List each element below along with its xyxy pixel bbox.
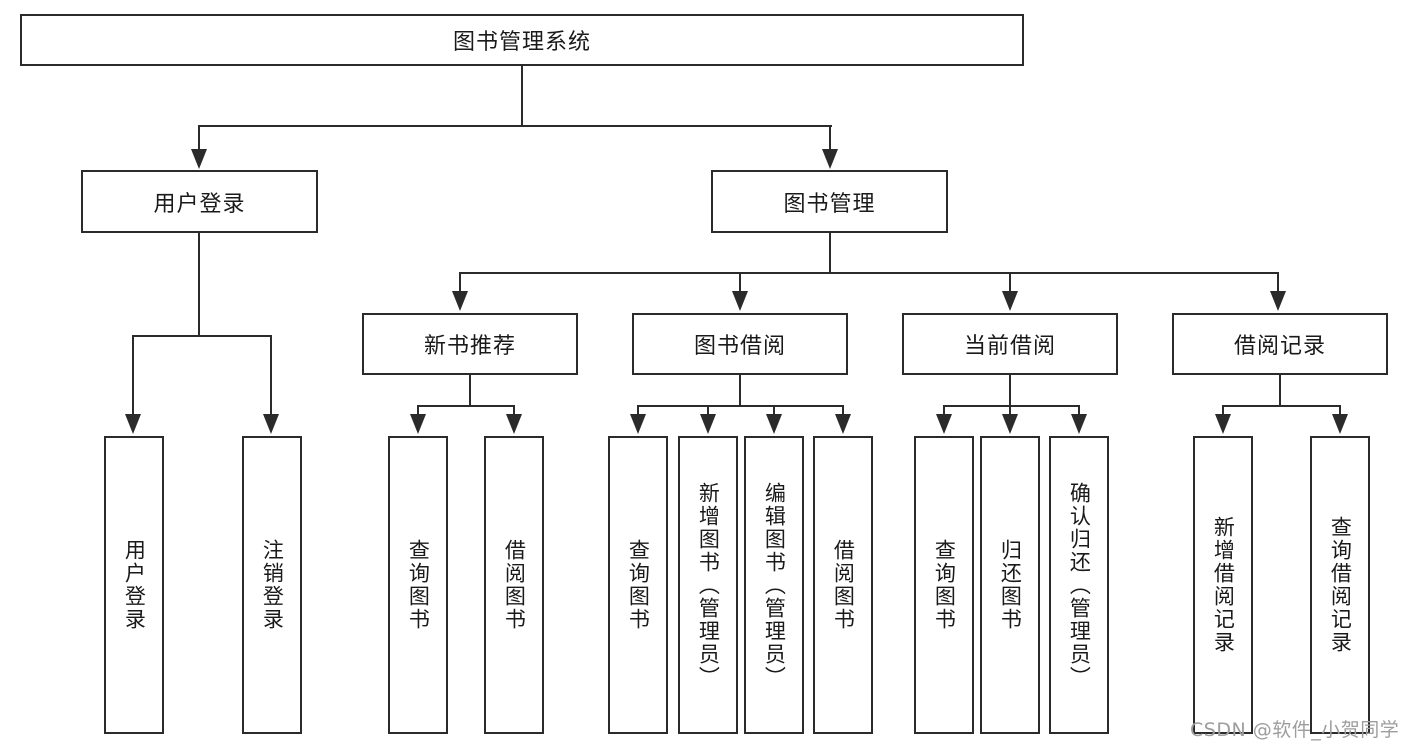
edge-book-management-stem xyxy=(829,233,831,273)
edge-nbr-bar xyxy=(417,405,515,407)
node-label: 借阅图书 xyxy=(502,539,527,631)
node-new-book-recommend[interactable]: 新书推荐 xyxy=(362,313,578,375)
node-root-book-management-system[interactable]: 图书管理系统 xyxy=(20,14,1024,66)
arrow-bb-to-leaf-4 xyxy=(835,414,851,434)
edge-br-to-leaf-1 xyxy=(1222,405,1224,416)
leaf-bb-add-book-admin[interactable]: 新增图书（管理员） xyxy=(678,436,738,734)
edge-bm-to-new-book xyxy=(459,272,461,293)
arrow-bb-to-leaf-1 xyxy=(630,414,646,434)
node-book-borrow[interactable]: 图书借阅 xyxy=(632,313,848,375)
node-label: 查询图书 xyxy=(932,539,957,631)
arrow-bm-to-borrow-record xyxy=(1270,291,1286,311)
edge-nbr-to-leaf-2 xyxy=(513,405,515,416)
edge-br-stem xyxy=(1279,375,1281,407)
arrow-root-to-book-management xyxy=(822,149,838,169)
node-label: 新书推荐 xyxy=(423,334,516,359)
arrow-bm-to-current-borrow xyxy=(1002,291,1018,311)
arrow-nbr-to-leaf-2 xyxy=(506,414,522,434)
leaf-cb-confirm-return-admin[interactable]: 确认归还（管理员） xyxy=(1049,436,1109,734)
edge-br-to-leaf-2 xyxy=(1339,405,1341,416)
edge-user-login-to-leaf-1 xyxy=(132,335,134,416)
edge-br-bar xyxy=(1222,405,1341,407)
node-label: 借阅图书 xyxy=(831,539,856,631)
edge-cb-stem xyxy=(1009,375,1011,407)
arrow-cb-to-leaf-3 xyxy=(1071,414,1087,434)
node-label: 图书借阅 xyxy=(693,334,786,359)
arrow-nbr-to-leaf-1 xyxy=(410,414,426,434)
node-label: 编辑图书（管理员） xyxy=(762,481,787,689)
node-user-login[interactable]: 用户登录 xyxy=(81,170,318,233)
node-label: 新增图书（管理员） xyxy=(696,481,721,689)
node-label: 图书管理 xyxy=(783,191,876,217)
edge-bm-to-current-borrow xyxy=(1009,272,1011,293)
edge-root-bar xyxy=(198,125,832,127)
edge-cb-to-leaf-2 xyxy=(1009,405,1011,416)
node-label: 查询图书 xyxy=(626,539,651,631)
node-label: 查询图书 xyxy=(406,539,431,631)
arrow-bb-to-leaf-2 xyxy=(700,414,716,434)
edge-bb-to-leaf-1 xyxy=(637,405,639,416)
node-borrow-record[interactable]: 借阅记录 xyxy=(1172,313,1388,375)
node-label: 用户登录 xyxy=(122,539,147,631)
edge-nbr-stem xyxy=(469,375,471,407)
leaf-cb-return-book[interactable]: 归还图书 xyxy=(980,436,1040,734)
node-label: 查询借阅记录 xyxy=(1328,516,1353,654)
edge-book-management-bar xyxy=(459,272,1278,274)
edge-bb-stem xyxy=(739,375,741,407)
leaf-nbr-borrow-book[interactable]: 借阅图书 xyxy=(484,436,544,734)
node-book-management[interactable]: 图书管理 xyxy=(711,170,948,233)
edge-user-login-stem xyxy=(198,233,200,336)
edge-cb-bar xyxy=(943,405,1080,407)
arrow-bm-to-book-borrow xyxy=(732,291,748,311)
edge-bm-to-borrow-record xyxy=(1277,272,1279,293)
edge-bb-to-leaf-4 xyxy=(842,405,844,416)
node-label: 图书管理系统 xyxy=(452,30,591,55)
edge-bb-bar xyxy=(637,405,844,407)
arrow-br-to-leaf-1 xyxy=(1215,414,1231,434)
edge-user-login-to-leaf-2 xyxy=(270,335,272,416)
node-label: 确认归还（管理员） xyxy=(1067,481,1092,689)
edge-nbr-to-leaf-1 xyxy=(417,405,419,416)
edge-cb-to-leaf-3 xyxy=(1078,405,1080,416)
edge-bb-to-leaf-2 xyxy=(707,405,709,416)
node-label: 用户登录 xyxy=(153,191,246,217)
leaf-bb-query-book[interactable]: 查询图书 xyxy=(608,436,668,734)
arrow-br-to-leaf-2 xyxy=(1332,414,1348,434)
leaf-br-add-record[interactable]: 新增借阅记录 xyxy=(1193,436,1253,734)
leaf-bb-edit-book-admin[interactable]: 编辑图书（管理员） xyxy=(744,436,804,734)
leaf-br-query-record[interactable]: 查询借阅记录 xyxy=(1310,436,1370,734)
leaf-nbr-query-book[interactable]: 查询图书 xyxy=(388,436,448,734)
edge-root-to-user-login xyxy=(198,125,200,151)
edge-user-login-bar xyxy=(132,335,271,337)
arrow-bb-to-leaf-3 xyxy=(766,414,782,434)
arrow-bm-to-new-book xyxy=(452,291,468,311)
arrow-user-login-to-leaf-2 xyxy=(263,414,279,434)
arrow-root-to-user-login xyxy=(191,149,207,169)
node-current-borrow[interactable]: 当前借阅 xyxy=(902,313,1118,375)
edge-bb-to-leaf-3 xyxy=(773,405,775,416)
node-label: 借阅记录 xyxy=(1233,334,1326,359)
edge-cb-to-leaf-1 xyxy=(943,405,945,416)
node-label: 注销登录 xyxy=(260,539,285,631)
arrow-cb-to-leaf-2 xyxy=(1002,414,1018,434)
leaf-user-login-logout[interactable]: 注销登录 xyxy=(242,436,302,734)
leaf-user-login-login[interactable]: 用户登录 xyxy=(104,436,164,734)
leaf-bb-borrow-book[interactable]: 借阅图书 xyxy=(813,436,873,734)
edge-root-stem xyxy=(521,66,523,126)
node-label: 归还图书 xyxy=(998,539,1023,631)
leaf-cb-query-book[interactable]: 查询图书 xyxy=(914,436,974,734)
edge-root-to-book-management xyxy=(829,125,831,151)
node-label: 当前借阅 xyxy=(963,334,1056,359)
node-label: 新增借阅记录 xyxy=(1211,516,1236,654)
watermark-csdn: CSDN @软件_小贺同学 xyxy=(1190,719,1400,741)
arrow-user-login-to-leaf-1 xyxy=(125,414,141,434)
arrow-cb-to-leaf-1 xyxy=(936,414,952,434)
edge-bm-to-book-borrow xyxy=(739,272,741,293)
